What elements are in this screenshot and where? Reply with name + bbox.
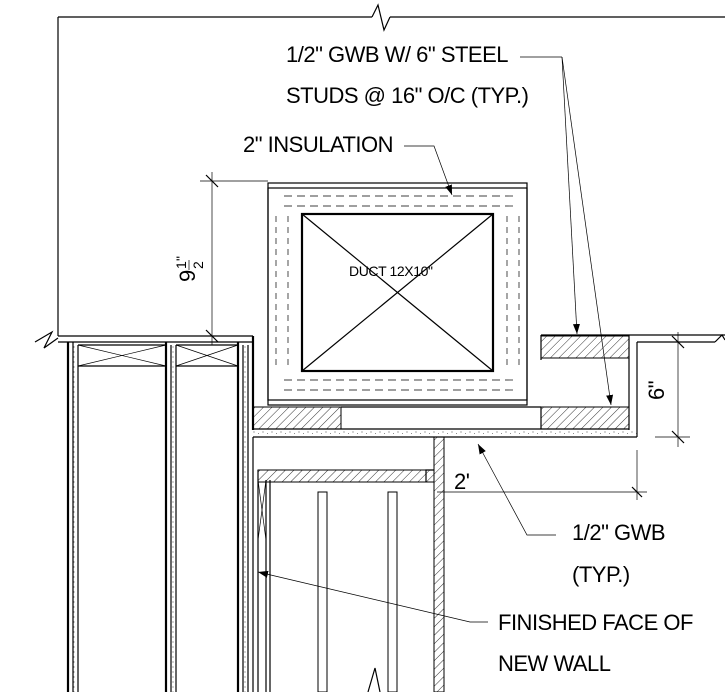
left-stud-wall [66,342,249,692]
dim-height-unit: " [173,256,189,261]
label-finished-face: FINISHED FACE OF NEW WALL [257,570,693,676]
dimension-two: 2' [437,450,647,500]
dim-six-label: 6" [644,381,669,400]
gwb-studs-line2: STUDS @ 16" O/C (TYP.) [286,83,528,108]
duct-label: DUCT 12X10" [349,263,433,279]
dim-height-frac-num: 1 [173,261,189,269]
right-slab [540,334,725,437]
dimension-height: 9 1 2 " [173,172,268,345]
label-gwb-typ: 1/2" GWB (TYP.) [477,443,666,587]
finished-face-line1: FINISHED FACE OF [498,610,693,635]
gwb-typ-line2: (TYP.) [572,562,630,587]
lower-new-wall [252,436,445,692]
gwb-studs-line1: 1/2" GWB W/ 6" STEEL [286,42,508,67]
finished-face-line2: NEW WALL [498,651,611,676]
dimension-six: 6" [644,332,690,447]
insulation-label: 2" INSULATION [243,132,393,157]
label-gwb-studs: 1/2" GWB W/ 6" STEEL STUDS @ 16" O/C (TY… [286,42,614,406]
duct-assembly: DUCT 12X10" [267,182,528,406]
gwb-typ-line1: 1/2" GWB [572,520,665,545]
dim-height-frac-den: 2 [190,261,206,269]
label-insulation: 2" INSULATION [243,132,453,196]
upper-wall-outline [57,3,725,336]
dim-height-whole: 9 [175,270,200,282]
duct-soffit [252,406,637,438]
dim-two-label: 2' [454,469,470,494]
